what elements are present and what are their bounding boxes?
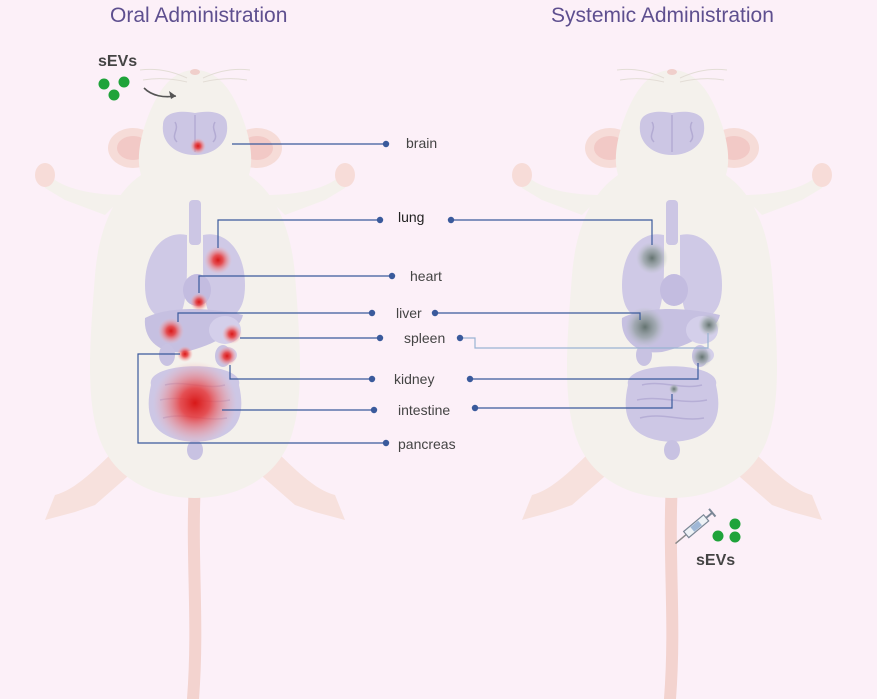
endpoint-spleen-left	[376, 334, 384, 342]
systemic-signal-lung	[636, 242, 668, 274]
sev-particle	[729, 531, 741, 543]
label-spleen: spleen	[404, 330, 446, 346]
connector-kidney-left	[229, 365, 372, 380]
connector-spleen-right	[460, 333, 709, 349]
endpoint-liver-left	[368, 309, 376, 317]
label-intestine: intestine	[398, 402, 451, 418]
endpoint-lung-right	[447, 216, 455, 224]
connector-kidney-right	[470, 363, 699, 380]
oral-signal-pancreas	[177, 346, 193, 362]
oral-administration-title: Oral Administration	[110, 4, 288, 27]
systemic-sev-particles	[712, 518, 741, 543]
label-heart: heart	[410, 268, 442, 284]
oral-signal-liver	[158, 318, 184, 344]
oral-signal-kidney	[217, 346, 237, 366]
endpoint-brain	[382, 140, 390, 148]
oral-signal-brain	[190, 138, 206, 154]
connector-endpoints	[368, 140, 479, 447]
endpoint-pancreas	[382, 439, 390, 447]
label-lung: lung	[398, 209, 425, 225]
oral-sevs-label: sEVs	[98, 53, 138, 70]
connector-pancreas	[137, 353, 386, 444]
sev-particle	[712, 530, 724, 542]
systemic-signal-kidney	[692, 347, 712, 367]
sev-particle	[108, 89, 120, 101]
label-pancreas: pancreas	[398, 436, 456, 452]
connector-heart	[198, 275, 392, 293]
oral-signal-intestine	[153, 361, 237, 445]
label-liver: liver	[396, 305, 422, 321]
endpoint-kidney-left	[368, 375, 376, 383]
label-brain: brain	[406, 135, 438, 151]
endpoint-intestine-left	[370, 406, 378, 414]
oral-sev-particles	[98, 76, 130, 101]
systemic-administration-title: Systemic Administration	[551, 4, 774, 27]
endpoint-liver-right	[431, 309, 439, 317]
endpoint-kidney-right	[466, 375, 474, 383]
sev-particle	[98, 78, 110, 90]
label-kidney: kidney	[394, 371, 435, 387]
sev-particle	[118, 76, 130, 88]
oral-signal-spots	[153, 138, 242, 445]
connector-liver-right	[435, 312, 641, 320]
endpoint-spleen-right	[456, 334, 464, 342]
connector-lines	[137, 143, 709, 444]
connector-liver-left	[177, 312, 372, 322]
endpoint-intestine-right	[471, 404, 479, 412]
endpoint-lung-left	[376, 216, 384, 224]
oral-signal-spleen	[222, 324, 242, 344]
arrow-head-icon	[169, 91, 176, 99]
systemic-signal-intestine	[669, 384, 679, 394]
sev-particle	[729, 518, 741, 530]
systemic-signal-spots	[625, 242, 720, 394]
systemic-mouse-illustration	[512, 69, 832, 699]
systemic-sevs-label: sEVs	[696, 552, 736, 569]
connector-lung-right	[451, 219, 653, 245]
oral-signal-heart	[190, 293, 208, 311]
systemic-signal-liver	[625, 307, 665, 347]
systemic-signal-spleen	[698, 314, 720, 336]
connector-lung-left	[217, 219, 380, 248]
connector-intestine-right	[475, 394, 673, 409]
endpoint-heart	[388, 272, 396, 280]
oral-signal-lung	[204, 246, 232, 274]
syringe-icon	[675, 508, 717, 545]
